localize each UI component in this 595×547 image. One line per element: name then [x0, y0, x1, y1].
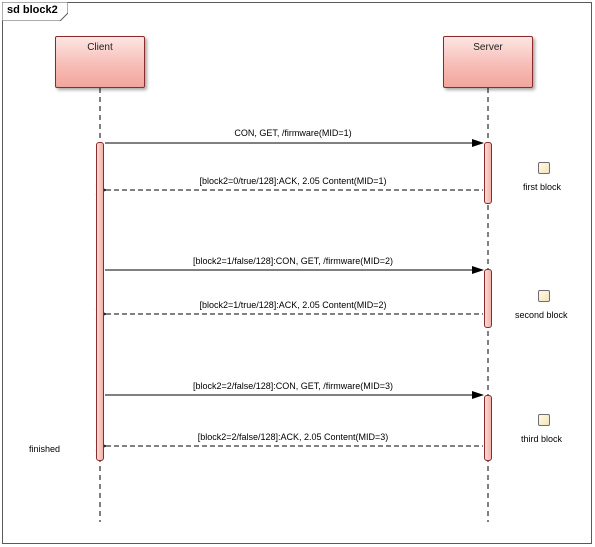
server-activation-2	[484, 269, 492, 328]
message-label: CON, GET, /firmware(MID=1)	[234, 128, 352, 138]
message-label: [block2=0/true/128]:ACK, 2.05 Content(MI…	[199, 176, 387, 186]
client-activation	[96, 142, 104, 461]
server-activation-1	[484, 142, 492, 204]
message-label: [block2=2/false/128]:CON, GET, /firmware…	[192, 381, 394, 391]
server-lifeline-head[interactable]: Server	[443, 36, 533, 88]
message-label: [block2=1/false/128]:CON, GET, /firmware…	[192, 256, 394, 266]
state-label-second-block: second block	[515, 310, 568, 320]
server-activation-3	[484, 395, 492, 461]
state-marker-first-block	[538, 162, 550, 174]
state-label-first-block: first block	[523, 182, 562, 192]
frame-title: sd block2	[7, 4, 58, 16]
message-label: [block2=1/true/128]:ACK, 2.05 Content(MI…	[199, 300, 387, 310]
state-marker-third-block	[538, 414, 550, 426]
client-lifeline-head[interactable]: Client	[55, 36, 145, 88]
message-label: [block2=2/false/128]:ACK, 2.05 Content(M…	[197, 432, 389, 442]
frame-title-tab	[2, 2, 68, 21]
client-finished-note: finished	[29, 444, 61, 454]
client-lifeline-label: Client	[87, 42, 113, 53]
state-marker-second-block	[538, 290, 550, 302]
state-label-third-block: third block	[521, 434, 563, 444]
server-lifeline-label: Server	[473, 42, 503, 53]
